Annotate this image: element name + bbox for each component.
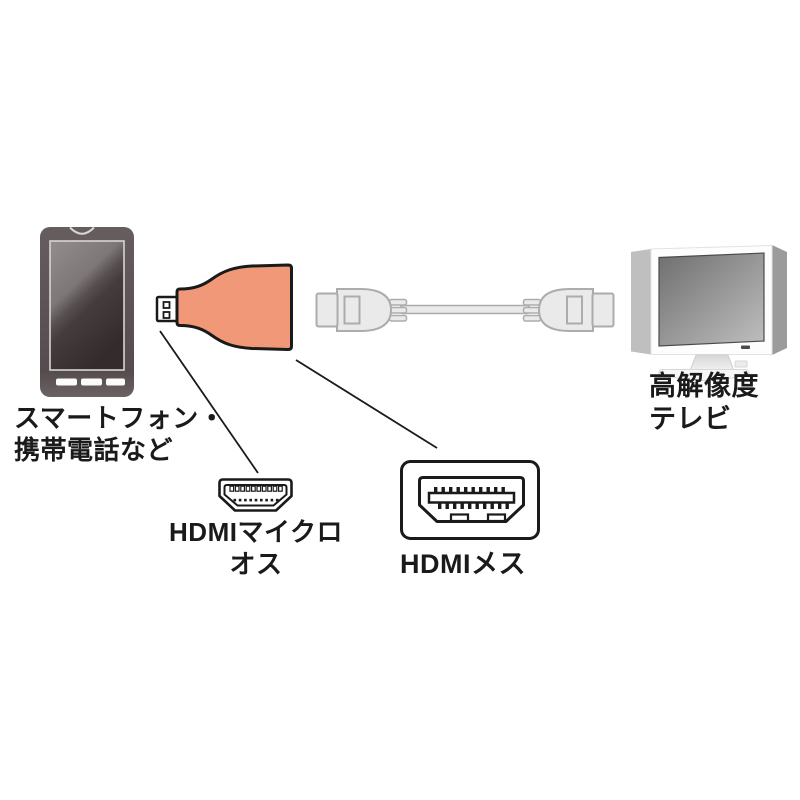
hdmi-micro-male-label-line2: オス [229,549,283,579]
smartphone-label-line2: 携帯電話など [14,435,174,465]
hdmi-micro-male-label-line1: HDMIマイクロ [169,517,343,547]
adapter-body-shape [175,263,293,351]
hdmi-female-label-text: HDMIメス [400,549,526,579]
tv-label: 高解像度 テレビ [649,370,759,436]
leader-line-micro [159,330,259,474]
cable-connector-right [537,288,615,332]
cable-strain-relief-left [388,298,408,322]
phone-buttons [56,378,125,386]
tv-screen [658,252,765,347]
smartphone-label-line1: スマートフォン・ [14,403,226,433]
hdmi-pins-lower [438,503,509,509]
cable-connector-left [315,288,393,332]
hdmi-micro-male-label: HDMIマイクロ オス [156,516,356,580]
hdmi-female-label: HDMIメス [400,542,526,581]
tv-label-line1: 高解像度 [649,371,759,401]
hdmi-female-port-diagram [400,460,540,540]
leader-line-female [295,359,438,449]
tv-indicator-light [741,345,750,349]
micro-connector-pins [229,485,283,492]
cable-strain-relief-right [522,298,542,322]
smartphone-icon [40,226,134,397]
hdmi-cable-icon [315,288,615,332]
tv-label-line2: テレビ [649,404,732,434]
hdmi-pins-upper [434,487,505,493]
micro-connector-dots [233,498,279,502]
smartphone-label: スマートフォン・ 携帯電話など [14,402,225,466]
hdmi-tongue [427,491,516,504]
hdmi-micro-adapter-icon [155,263,293,351]
tv-icon [631,244,787,382]
hdmi-micro-male-connector-diagram [218,478,293,512]
